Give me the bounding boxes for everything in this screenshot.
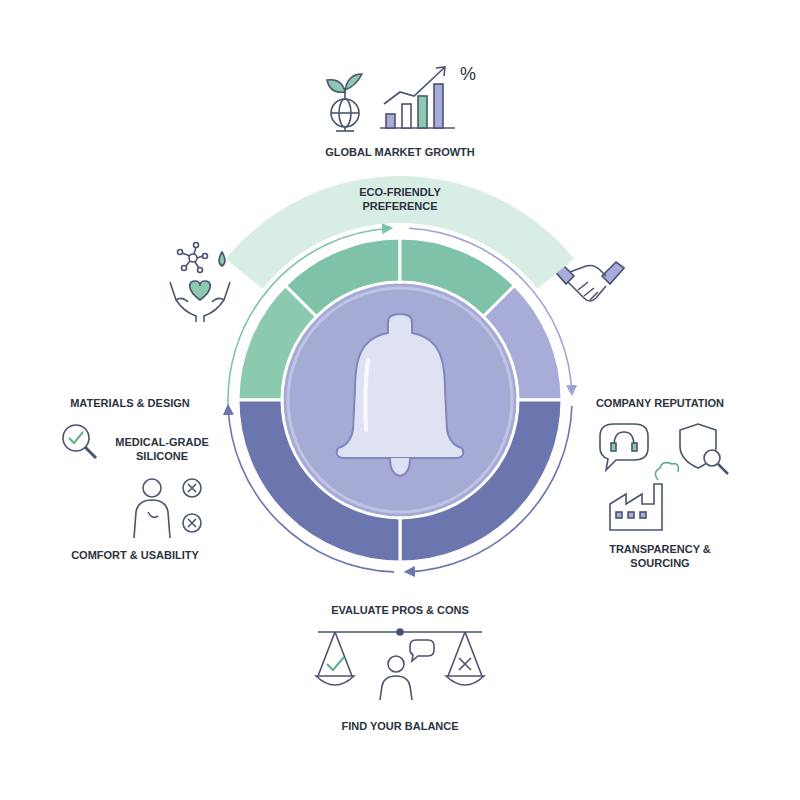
preference-band: ECO-FRIENDLY PREFERENCE	[170, 170, 630, 300]
care-icon	[170, 243, 230, 323]
growth-chart-icon	[380, 67, 455, 128]
shield-icon	[680, 424, 728, 474]
percent-symbol: %	[460, 63, 476, 86]
section-label: GLOBAL MARKET GROWTH	[325, 146, 475, 160]
section-label: MEDICAL-GRADE SILICONE	[107, 436, 217, 464]
ring	[238, 238, 562, 562]
section-label: COMFORT & USABILITY	[71, 549, 199, 563]
scales-icon	[316, 629, 484, 700]
center-bell	[337, 314, 464, 476]
support-icon	[600, 424, 648, 470]
ring-segment	[483, 285, 562, 400]
cycle-arrows	[228, 228, 572, 572]
section-label: EVALUATE PROS & CONS	[331, 604, 469, 618]
band-arc	[226, 176, 574, 289]
section-label: MATERIALS & DESIGN	[70, 397, 190, 411]
section-label: COMPANY REPUTATION	[596, 397, 724, 411]
center-circle-rim	[288, 288, 512, 512]
body-icon	[134, 479, 201, 538]
section-label: TRANSPARENCY & SOURCING	[590, 543, 730, 571]
factory-icon	[610, 463, 678, 530]
band-label: ECO-FRIENDLY PREFERENCE	[335, 186, 465, 214]
magnifier-icon	[63, 425, 96, 458]
globe-icon	[327, 74, 362, 131]
section-label: FIND YOUR BALANCE	[341, 720, 458, 734]
